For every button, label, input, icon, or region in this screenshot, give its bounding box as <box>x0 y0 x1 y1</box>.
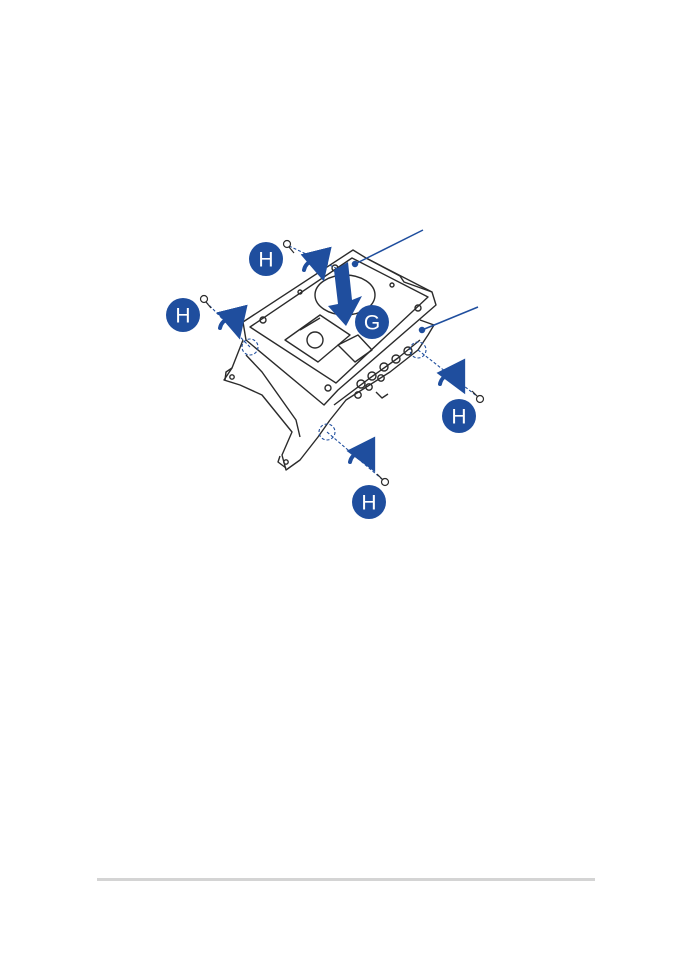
insert-arrow-icon <box>328 262 362 326</box>
badge-h-left: H <box>166 298 200 332</box>
badge-label: H <box>361 492 376 515</box>
screw-icon <box>199 294 212 309</box>
hdd-bracket <box>223 319 435 471</box>
badge-label: H <box>258 249 273 272</box>
screw-icon <box>471 390 485 404</box>
screws <box>199 239 485 487</box>
callout-lines <box>351 229 479 334</box>
badge-h-bottom: H <box>352 485 386 519</box>
badge-label: H <box>451 406 466 429</box>
rotation-arrows <box>216 246 466 473</box>
badge-h-right: H <box>442 399 476 433</box>
badge-h-top-left: H <box>249 242 283 276</box>
screw-icon <box>282 239 295 254</box>
badge-label: H <box>175 305 190 328</box>
badge-label: G <box>364 312 380 335</box>
rotate-arrow-icon <box>346 436 376 473</box>
footer-divider <box>97 878 595 881</box>
rotate-arrow-icon <box>216 304 248 340</box>
badge-g-center: G <box>355 305 389 339</box>
screw-icon <box>376 473 390 487</box>
rotate-arrow-icon <box>300 246 332 282</box>
rotate-arrow-icon <box>436 358 466 395</box>
